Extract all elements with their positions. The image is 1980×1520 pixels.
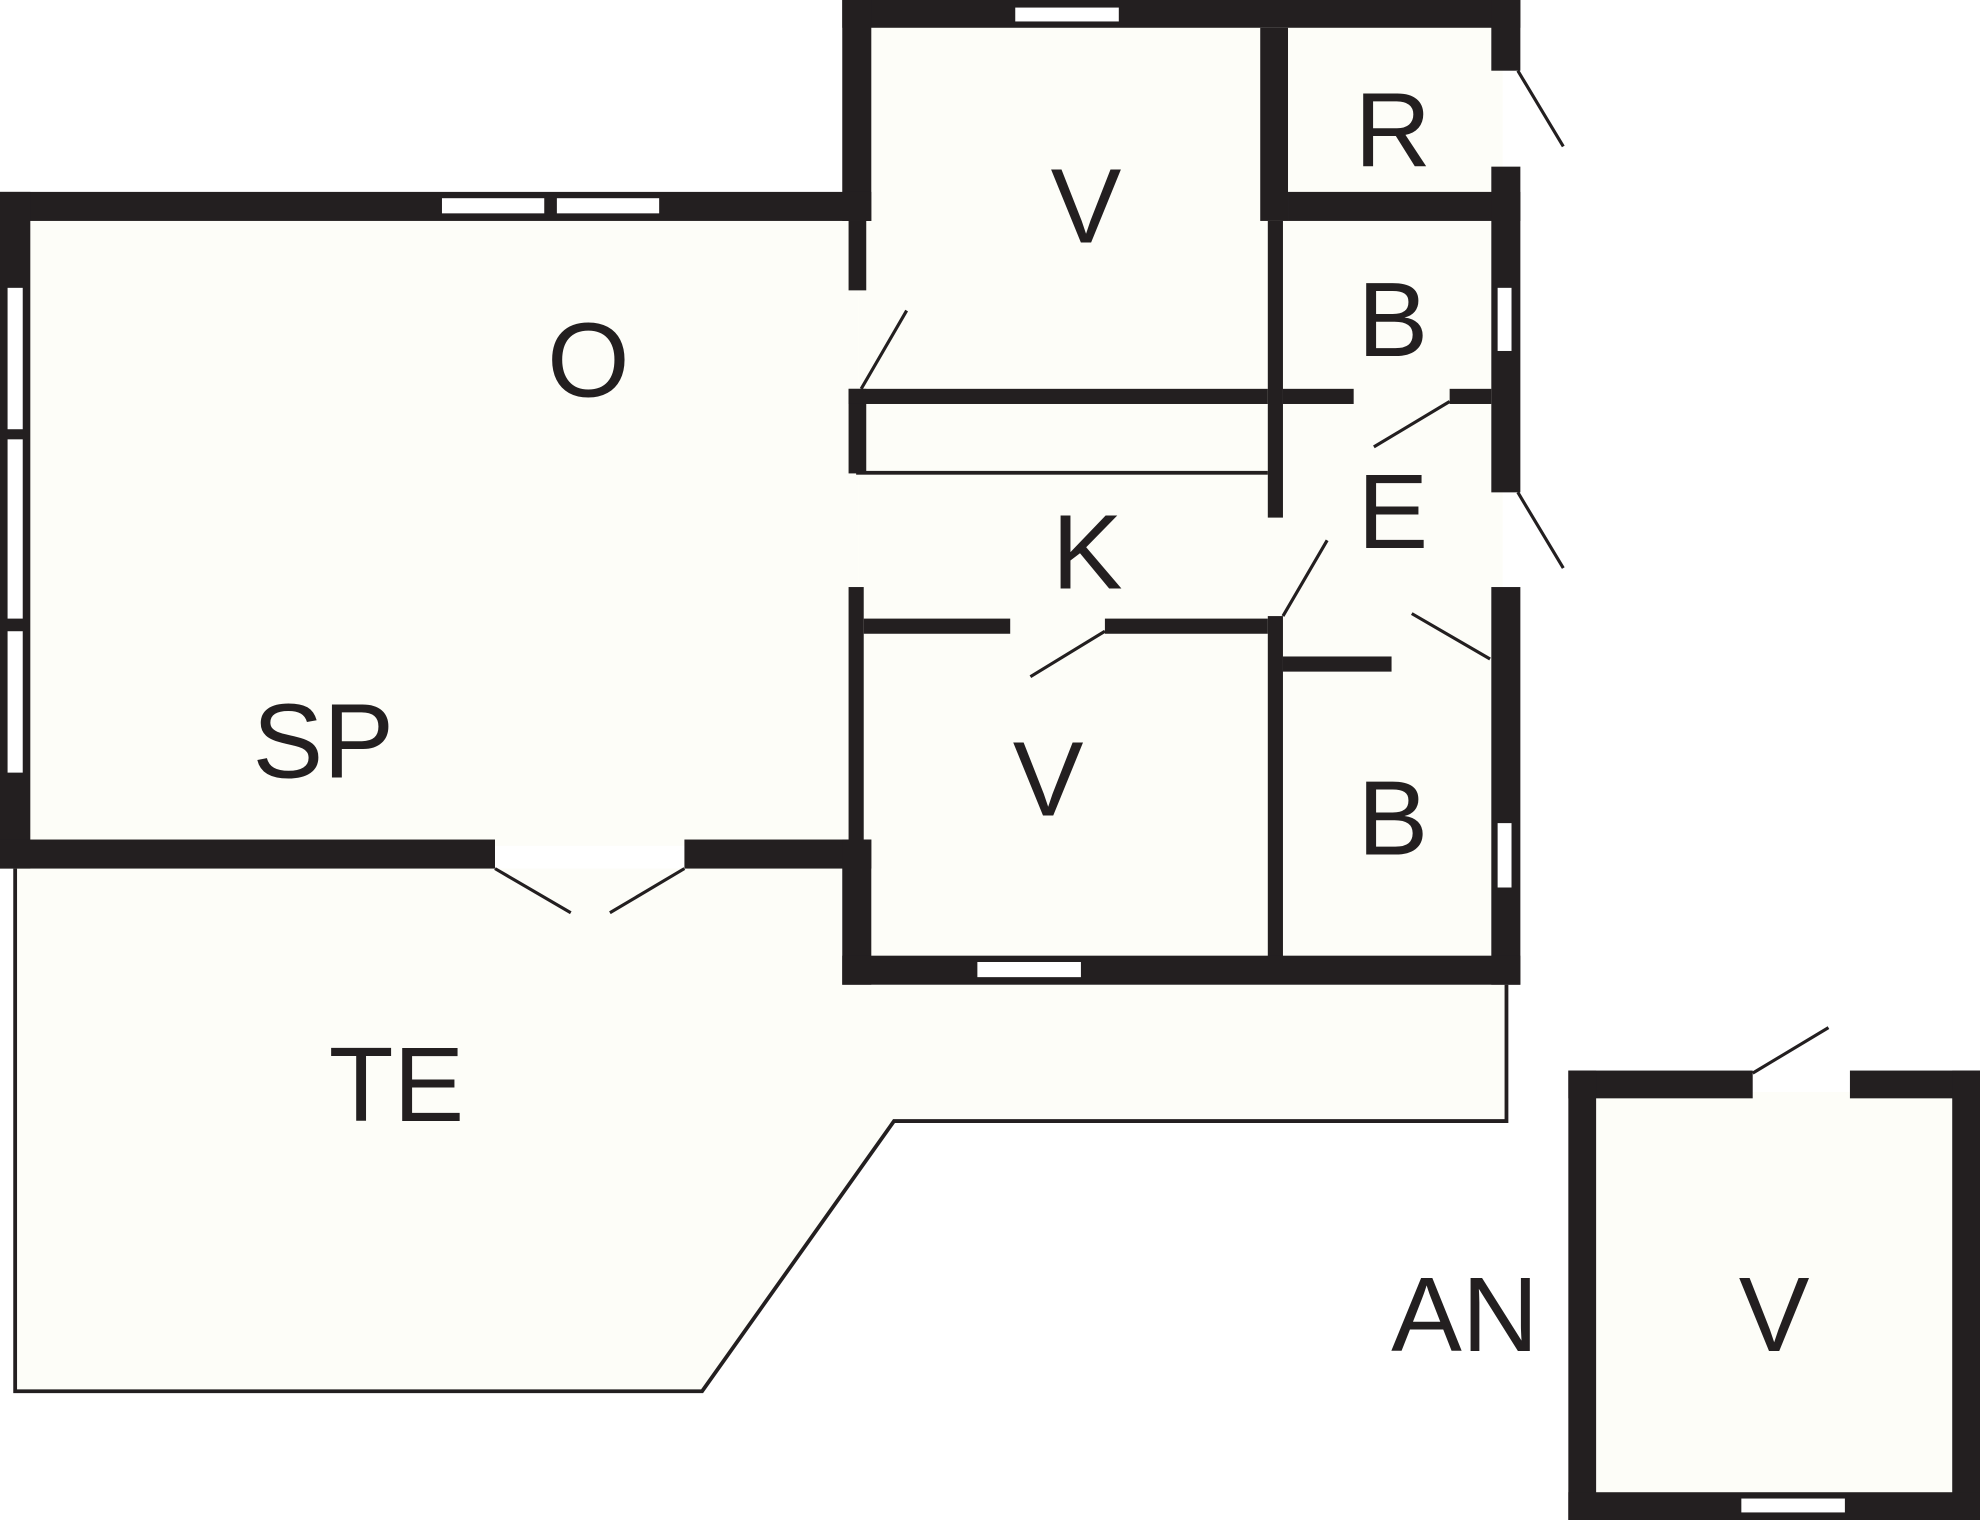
- doors: [494, 69, 1830, 1075]
- door-swing: [494, 867, 572, 915]
- window: [441, 198, 545, 214]
- room-label-te: TE: [329, 1026, 465, 1144]
- room-label-sp: SP: [253, 683, 394, 801]
- room-label-b-upper: B: [1357, 261, 1428, 379]
- room-label-v-annex: V: [1739, 1256, 1810, 1374]
- door-swing: [1373, 400, 1451, 449]
- door-swing: [1751, 1026, 1830, 1075]
- window: [7, 631, 23, 773]
- door-swing: [1516, 69, 1565, 148]
- door-swing: [1410, 612, 1491, 661]
- window: [1497, 823, 1512, 888]
- floor-fill: [15, 18, 1958, 1497]
- window: [1741, 1498, 1845, 1513]
- room-label-e: E: [1357, 453, 1428, 571]
- window: [1497, 287, 1512, 351]
- door-swing: [1281, 539, 1329, 617]
- terrace-outline: [13, 868, 1509, 1394]
- door-swing: [1029, 629, 1106, 679]
- window: [556, 198, 660, 214]
- room-label-r: R: [1355, 72, 1432, 190]
- room-label-k: K: [1052, 493, 1123, 611]
- door-swing: [609, 867, 686, 915]
- room-label-an: AN: [1391, 1256, 1538, 1374]
- window: [1015, 7, 1119, 22]
- window: [7, 287, 23, 430]
- window: [977, 961, 1081, 978]
- room-label-v-upper: V: [1051, 147, 1122, 265]
- windows: [7, 7, 1845, 1513]
- room-label-o: O: [547, 301, 630, 419]
- window: [7, 439, 23, 619]
- room-label-b-lower: B: [1357, 760, 1428, 878]
- door-swing: [859, 309, 909, 390]
- room-label-v-lower: V: [1013, 721, 1084, 839]
- door-swing: [1516, 491, 1565, 569]
